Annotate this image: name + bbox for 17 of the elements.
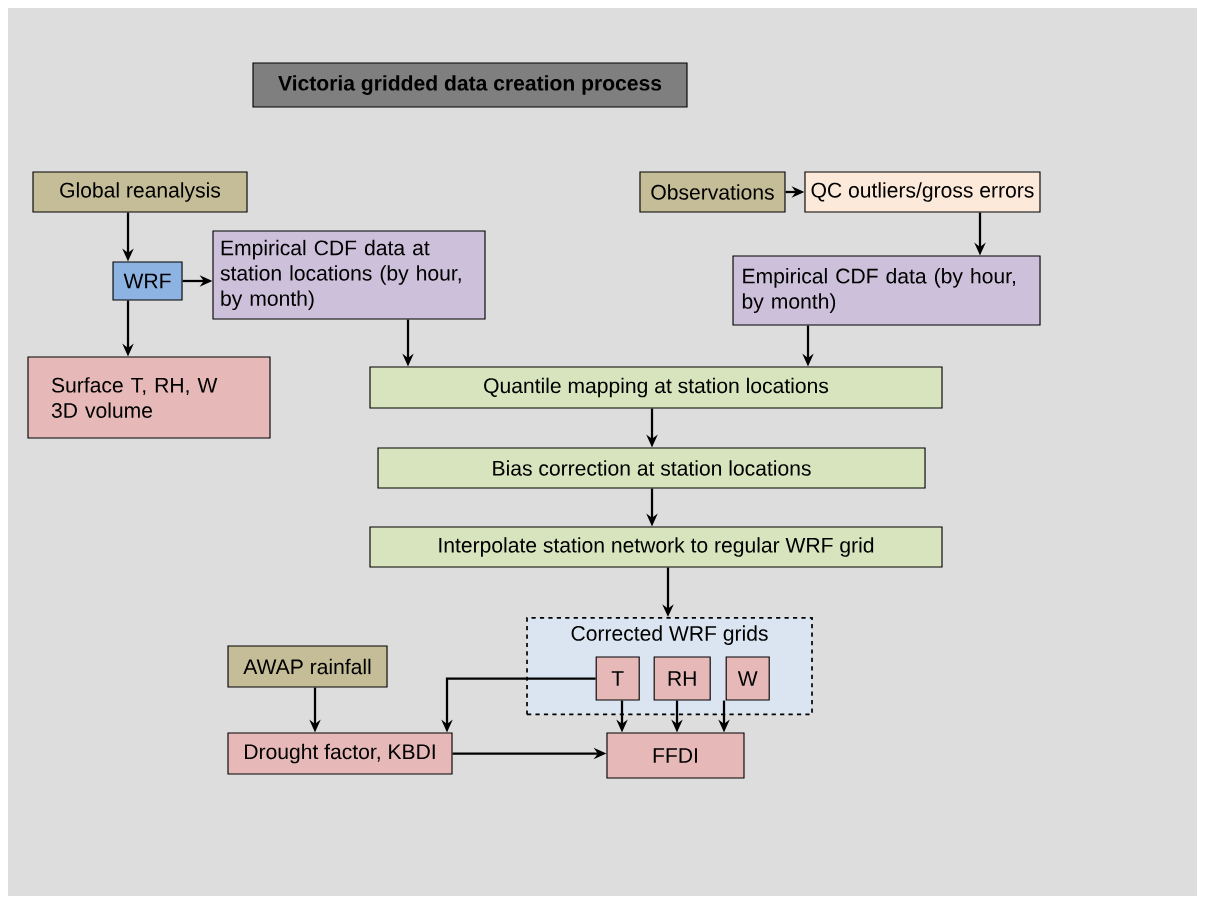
process-box: Bias correction at station locations [377, 447, 926, 489]
source-box: Observations [639, 171, 786, 213]
source-box: AWAP rainfall [227, 645, 388, 688]
process-box: Interpolate station network to regular WRF grid [369, 526, 943, 568]
model-box: WRF [112, 261, 183, 301]
output-box: Drought factor, KBDI [227, 732, 453, 775]
process-box: Empirical CDF data (by hour, by month) [732, 255, 1041, 326]
variable-box: RH [653, 656, 711, 701]
source-box: Global reanalysis [32, 171, 248, 213]
process-box: QC outliers/gross errors [804, 171, 1041, 213]
variable-box: W [725, 656, 770, 701]
variable-box: T [595, 656, 640, 701]
process-box: Quantile mapping at station locations [369, 366, 943, 409]
output-box: FFDI [606, 732, 745, 779]
process-box: Empirical CDF data at station locations (by hour, by month) [212, 230, 486, 320]
title-box: Victoria gridded data creation process [252, 62, 688, 108]
output-box: Surface T, RH, W 3D volume [27, 356, 271, 439]
